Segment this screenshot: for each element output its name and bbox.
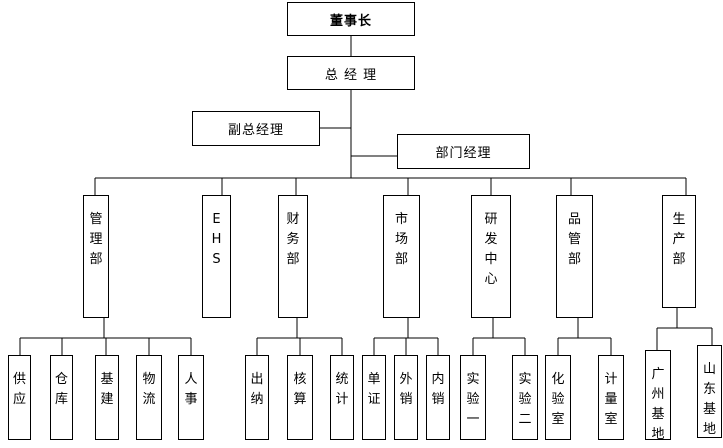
node-sub-label: 出纳 xyxy=(250,372,264,407)
node-sub-label: 计量室 xyxy=(604,372,618,427)
node-sub-qc-0: 化验室 xyxy=(545,355,571,440)
node-sub-label: 供应 xyxy=(12,372,26,407)
node-sub-mgmt-3: 物流 xyxy=(136,355,162,440)
node-sub-market-2: 内销 xyxy=(426,355,450,440)
node-sub-label: 实验一 xyxy=(466,372,480,427)
node-sub-finance-0: 出纳 xyxy=(245,355,269,440)
node-dept-finance: 财务部 xyxy=(278,195,308,318)
node-sub-label: 广州基地 xyxy=(651,367,665,442)
node-dept-market: 市场部 xyxy=(383,195,420,318)
node-sub-rnd-0: 实验一 xyxy=(460,355,486,440)
node-general-manager: 总 经 理 xyxy=(287,56,415,90)
node-dept-ehs: EHS xyxy=(202,195,231,318)
node-dept-mgmt: 管理部 xyxy=(83,195,109,318)
node-dept-rnd: 研发中心 xyxy=(471,195,511,318)
node-dept-qc-label: 品管部 xyxy=(567,212,581,267)
node-dept-market-label: 市场部 xyxy=(394,212,408,267)
node-sub-label: 外销 xyxy=(399,372,413,407)
node-sub-label: 仓库 xyxy=(54,372,68,407)
node-chairman: 董事长 xyxy=(287,2,415,36)
node-sub-mgmt-2: 基建 xyxy=(95,355,119,440)
node-sub-label: 核算 xyxy=(293,372,307,407)
node-sub-prod-1: 山东基地 xyxy=(697,345,722,438)
node-dept-mgmt-label: 管理部 xyxy=(89,212,103,267)
node-dept-ehs-label: EHS xyxy=(211,212,222,267)
node-sub-label: 人事 xyxy=(184,372,198,407)
node-sub-qc-1: 计量室 xyxy=(598,355,624,440)
node-sub-label: 内销 xyxy=(431,372,445,407)
node-sub-label: 基建 xyxy=(100,372,114,407)
node-sub-label: 单证 xyxy=(367,372,381,407)
node-chairman-label: 董事长 xyxy=(329,13,372,29)
node-sub-market-0: 单证 xyxy=(362,355,386,440)
node-dept-prod: 生产部 xyxy=(662,195,696,308)
node-dept-prod-label: 生产部 xyxy=(672,212,686,267)
node-sub-label: 统计 xyxy=(335,372,349,407)
node-sub-label: 物流 xyxy=(142,372,156,407)
node-deputy-gm-label: 副总经理 xyxy=(227,123,284,138)
node-sub-mgmt-4: 人事 xyxy=(178,355,204,440)
node-sub-finance-2: 统计 xyxy=(330,355,354,440)
node-dept-manager: 部门经理 xyxy=(397,134,530,169)
node-sub-rnd-1: 实验二 xyxy=(512,355,538,440)
node-dept-finance-label: 财务部 xyxy=(286,212,300,267)
node-sub-label: 化验室 xyxy=(551,372,565,427)
node-sub-mgmt-1: 仓库 xyxy=(50,355,73,440)
node-deputy-gm: 副总经理 xyxy=(192,111,320,146)
node-sub-mgmt-0: 供应 xyxy=(8,355,31,440)
node-sub-finance-1: 核算 xyxy=(287,355,313,440)
node-dept-rnd-label: 研发中心 xyxy=(484,212,498,287)
node-general-manager-label: 总 经 理 xyxy=(324,67,378,83)
node-sub-label: 实验二 xyxy=(518,372,532,427)
node-dept-qc: 品管部 xyxy=(556,195,593,318)
node-sub-label: 山东基地 xyxy=(702,362,716,437)
node-sub-prod-0: 广州基地 xyxy=(645,350,671,442)
node-dept-manager-label: 部门经理 xyxy=(435,146,492,161)
node-sub-market-1: 外销 xyxy=(394,355,418,440)
